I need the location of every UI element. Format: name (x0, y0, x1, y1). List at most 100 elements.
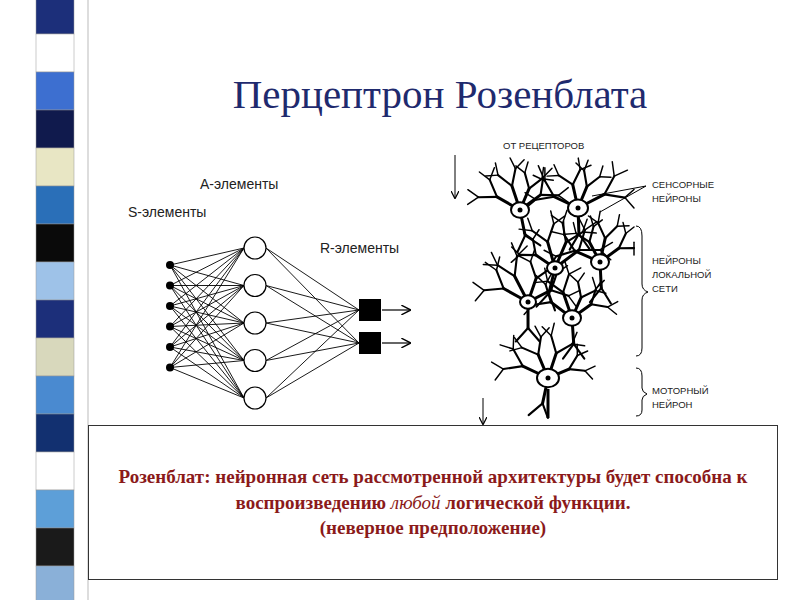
dendrite (513, 349, 523, 366)
dendrite (538, 337, 541, 355)
dendrite (492, 362, 504, 369)
dendrite (496, 270, 503, 288)
dendrite (633, 248, 634, 255)
synapse-line (266, 248, 359, 310)
synapse-line (170, 286, 244, 368)
dendrite (516, 328, 528, 342)
dendrite (619, 234, 626, 249)
dendrite (564, 235, 575, 251)
dendrite (585, 366, 595, 371)
dendrite (569, 369, 585, 371)
synapse-line (266, 323, 359, 343)
dendrite (596, 280, 604, 288)
dendrite (498, 265, 515, 276)
dendrite (516, 166, 525, 173)
dendrite (626, 227, 634, 233)
dendrite (625, 198, 634, 208)
stripe-square (36, 110, 74, 148)
dendrite (600, 176, 611, 178)
dendrite (614, 170, 627, 176)
dendrite (607, 302, 617, 307)
dendrite (536, 276, 545, 285)
stripe-square (36, 338, 74, 376)
dendrite (510, 348, 522, 351)
synapse-line (170, 286, 244, 399)
dendrite (556, 344, 572, 353)
dendrite (576, 344, 578, 355)
s-element (166, 323, 174, 331)
statement-text: (неверное предположение) (320, 517, 546, 538)
neuron-body (563, 310, 581, 325)
synapse-line (266, 310, 359, 398)
dendrite (468, 197, 479, 204)
synapse-line (170, 306, 244, 398)
dendrite (612, 162, 614, 176)
output-arrow (382, 342, 410, 343)
dendrite (530, 262, 536, 279)
s-element (166, 261, 174, 269)
dendrite (587, 177, 600, 187)
dendrite (551, 323, 554, 335)
dendrite (568, 296, 575, 306)
dendrite (522, 348, 538, 355)
stripe-square (36, 186, 74, 224)
dendrite (551, 336, 556, 354)
stripe-square (36, 376, 74, 414)
diagram-label: S-элементы (128, 204, 206, 220)
a-element (244, 312, 266, 334)
slide-title: Перцептрон Розенблата (233, 70, 648, 118)
dendrite (525, 173, 529, 189)
dendrite (498, 175, 512, 186)
dendrite (473, 282, 484, 290)
neuron-body (591, 254, 609, 269)
dendrite (544, 168, 545, 181)
dendrite (528, 218, 532, 231)
dendrite (568, 290, 579, 296)
dendrite (503, 366, 522, 369)
diagram-label: А-элементы (200, 176, 278, 192)
dendrite (598, 211, 600, 223)
dendrite (483, 264, 497, 266)
neuron-body (520, 295, 536, 309)
dendrite (584, 160, 588, 171)
dendrite (565, 262, 569, 275)
synapse-line (266, 286, 359, 344)
statement-text: любой (391, 492, 441, 513)
synapse-line (266, 310, 359, 323)
stripe-square (36, 224, 74, 262)
dendrite (535, 326, 541, 337)
dendrite (605, 226, 617, 238)
dendrite (623, 222, 626, 233)
diagram-label: ОТ РЕЦЕПТОРОВ (503, 139, 584, 153)
dendrite (532, 231, 547, 242)
neuron-nucleus (526, 300, 531, 305)
dendrite (485, 262, 496, 270)
dendrite (578, 217, 585, 230)
dendrite (551, 215, 562, 223)
dendrite (525, 162, 528, 173)
dendrite (495, 369, 503, 380)
dendrite (529, 403, 543, 415)
dendrite (495, 163, 498, 175)
dendrite (569, 355, 577, 369)
dendrite (565, 233, 576, 235)
s-element (166, 364, 174, 372)
perceptron-network (166, 237, 410, 409)
r-element (359, 332, 381, 354)
s-element (166, 302, 174, 310)
dendrite (520, 256, 531, 262)
dendrite (578, 158, 580, 170)
neuron-body (537, 369, 559, 388)
a-element (244, 350, 266, 372)
statement-text: логической функции. (445, 492, 630, 513)
axon (547, 389, 550, 418)
dendrite (579, 230, 585, 250)
dendrite (591, 288, 596, 304)
stripe-square (36, 452, 74, 490)
diagram-label: СЕНСОРНЫЕ НЕЙРОНЫ (652, 178, 732, 206)
synapse-line (266, 286, 359, 311)
dendrite (548, 281, 564, 292)
dendrite (536, 197, 554, 200)
neuron-nucleus (598, 260, 603, 265)
a-element (244, 387, 266, 409)
